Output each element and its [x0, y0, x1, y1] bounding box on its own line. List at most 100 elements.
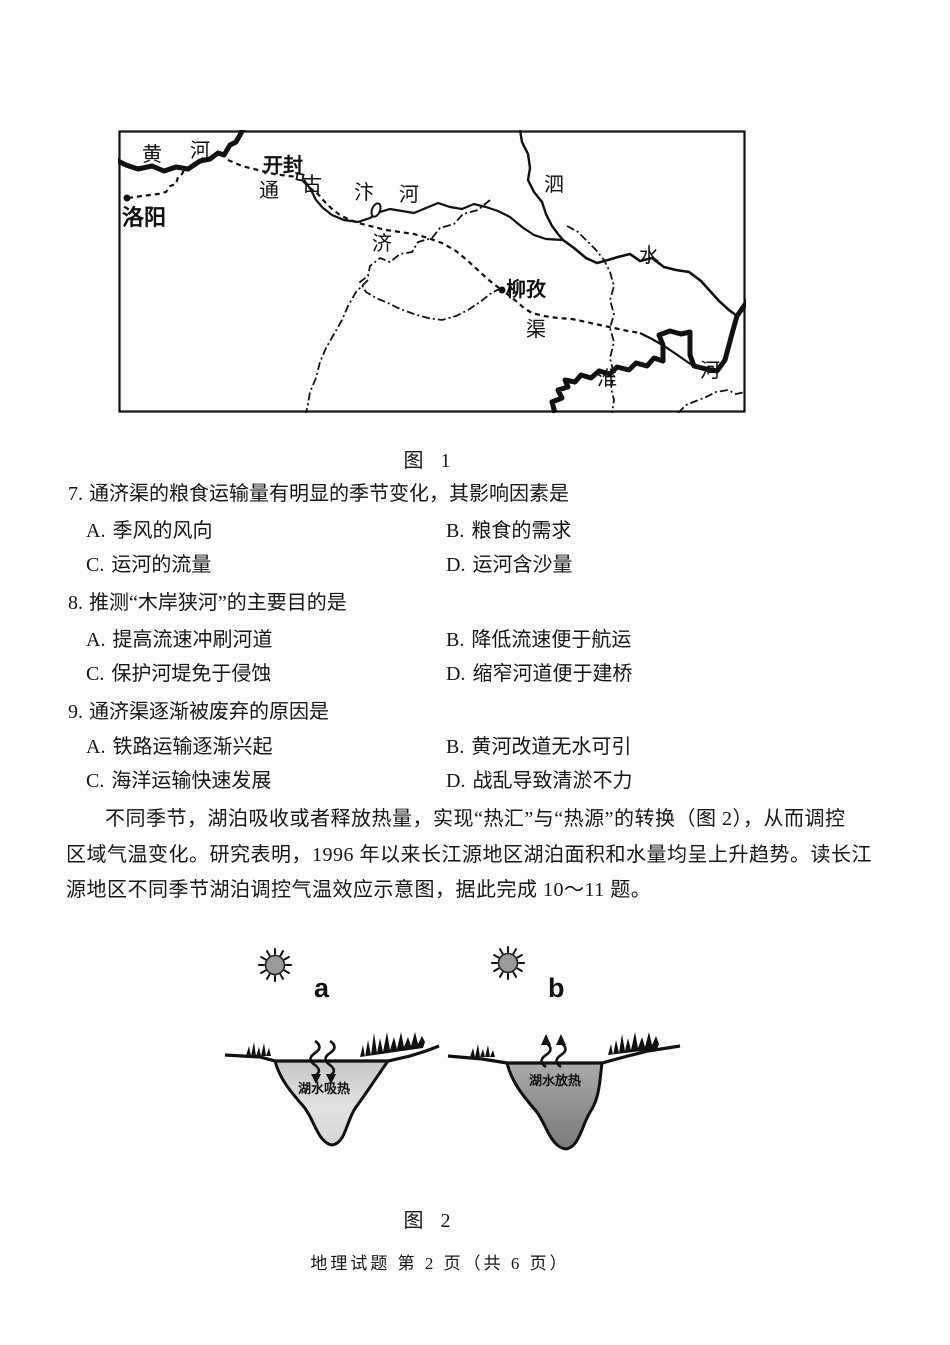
heat-arrowhead-up [541, 1034, 551, 1045]
figure2-lake-diagram: a b 湖水吸热 [224, 946, 681, 1151]
option-key: B. [446, 736, 465, 758]
map-tongji-canal-mid [302, 180, 500, 289]
question-8-option-b[interactable]: B. 降低流速便于航运 [446, 627, 631, 653]
figure1-caption: 图 1 [403, 450, 457, 472]
map-label-bian: 汴 [354, 181, 374, 204]
question-8-option-d[interactable]: D.缩窄河道便于建桥 [446, 661, 632, 687]
option-key: C. [86, 663, 105, 685]
question-8-text: 推测“木岸狭河”的主要目的是 [89, 592, 347, 614]
option-key: C. [86, 770, 105, 792]
figure2-label-a: a [314, 973, 330, 1003]
map-boundary-southwest [305, 279, 369, 413]
map-label-he3: 河 [700, 359, 720, 382]
question-9-option-d[interactable]: D. 战乱导致清淤不力 [446, 768, 632, 794]
option-text: 黄河改道无水可引 [471, 736, 632, 758]
lake-a-basin [273, 1059, 390, 1147]
figure2-label-b: b [548, 973, 565, 1003]
map-label-kaifeng: 开封 [263, 153, 303, 177]
question-7-option-d[interactable]: D. 运河含沙量 [446, 552, 572, 578]
map-label-huang: 黄 [142, 143, 162, 166]
map-label-huai: 淮 [597, 367, 617, 390]
map-label-ji: 济 [372, 232, 392, 255]
sun-icon-a [258, 948, 292, 982]
heat-arrowhead-down [311, 1074, 321, 1084]
lake-b-ground [447, 1044, 681, 1065]
option-key: D. [446, 770, 466, 792]
question-8-number: 8. [68, 592, 83, 614]
option-text: 运河的流量 [111, 554, 212, 576]
map-yellow-river [118, 130, 246, 174]
heat-arrow-down [309, 1039, 336, 1077]
question-7-option-b[interactable]: B. 粮食的需求 [446, 518, 571, 544]
question-9-option-a[interactable]: A. 铁路运输逐渐兴起 [86, 734, 272, 760]
lake-b-basin [505, 1061, 604, 1151]
map-si-river-upper [518, 130, 564, 241]
map-tongji-canal-east [505, 292, 641, 335]
passage-line-2: 区域气温变化。研究表明，1996 年以来长江源地区湖泊面积和水量均呈上升趋势。读… [66, 844, 872, 866]
option-text: 粮食的需求 [471, 520, 572, 542]
option-key: C. [86, 554, 105, 576]
map-label-qu: 渠 [526, 318, 546, 341]
option-text: 战乱导致清淤不力 [472, 770, 633, 792]
option-text: 保护河堤免于侵蚀 [111, 663, 272, 685]
question-9-option-b[interactable]: B. 黄河改道无水可引 [446, 734, 631, 760]
option-text: 运河含沙量 [472, 554, 573, 576]
map-boundary-east [566, 225, 615, 413]
figure2-caption: 图 2 [403, 1210, 457, 1232]
map-label-liuzi: 柳孜 [506, 277, 547, 301]
question-7-number: 7. [68, 483, 83, 505]
option-text: 海洋运输快速发展 [111, 770, 272, 792]
lake-a-ground [224, 1044, 440, 1063]
question-8-option-c[interactable]: C. 保护河堤免于侵蚀 [86, 661, 271, 687]
option-key: B. [446, 520, 465, 542]
map-label-tong: 通 [259, 179, 279, 202]
map-gubian-river [303, 179, 564, 242]
question-7-text: 通济渠的粮食运输量有明显的季节变化，其影响因素是 [89, 483, 569, 505]
option-key: D. [446, 554, 466, 576]
option-text: 提高流速冲刷河道 [112, 629, 273, 651]
grass-tuft [608, 1032, 659, 1055]
map-label-shui: 水 [639, 244, 659, 267]
question-8-option-a[interactable]: A. 提高流速冲刷河道 [86, 627, 272, 653]
map-luoyang-connector [127, 167, 186, 200]
figure1-map: 黄 河 洛阳 开封 通 济 渠 古 汴 河 泗 水 柳孜 淮 河 [118, 130, 746, 413]
option-key: B. [446, 629, 465, 651]
heat-arrowhead-up [556, 1034, 566, 1045]
question-7-option-c[interactable]: C. 运河的流量 [86, 552, 211, 578]
option-text: 降低流速便于航运 [471, 629, 632, 651]
map-boundary-loop [358, 199, 500, 321]
map-label-gu: 古 [302, 173, 322, 196]
lake-a-label: 湖水吸热 [298, 1081, 350, 1096]
sun-icon-b [491, 946, 525, 980]
heat-arrowhead-down [326, 1074, 336, 1084]
question-7-stem: 7. 通济渠的粮食运输量有明显的季节变化，其影响因素是 [68, 481, 569, 507]
heat-arrow-up [540, 1041, 567, 1069]
map-huai-river [549, 298, 746, 413]
question-9-number: 9. [68, 701, 83, 723]
option-key: A. [86, 520, 106, 542]
option-key: A. [86, 629, 106, 651]
passage-line-1: 不同季节，湖泊吸收或者释放热量，实现“热汇”与“热源”的转换（图 2），从而调控 [105, 808, 846, 830]
map-boundary-corner [677, 389, 746, 413]
option-key: D. [446, 663, 466, 685]
question-7-option-a[interactable]: A. 季风的风向 [86, 518, 212, 544]
question-9-stem: 9.通济渠逐渐被废弃的原因是 [68, 699, 329, 725]
lake-b-label: 湖水放热 [529, 1073, 581, 1088]
passage-line-3: 源地区不同季节湖泊调控气温效应示意图，据此完成 10～11 题。 [66, 879, 652, 901]
map-pond [370, 202, 382, 218]
grass-tuft [246, 1042, 271, 1056]
map-canal-huai-link [639, 332, 696, 368]
map-label-si: 泗 [544, 173, 564, 196]
option-key: A. [86, 736, 106, 758]
map-label-luoyang: 洛阳 [122, 205, 166, 230]
map-luoyang-dot [123, 194, 131, 202]
map-si-river-lower [562, 238, 738, 318]
grass-tuft [470, 1044, 495, 1057]
map-tongji-canal-west [227, 158, 300, 179]
map-label-he1: 河 [190, 139, 210, 162]
option-text: 季风的风向 [112, 520, 213, 542]
option-text: 铁路运输逐渐兴起 [112, 736, 273, 758]
question-9-option-c[interactable]: C. 海洋运输快速发展 [86, 768, 271, 794]
page-footer: 地理试题 第 2 页（共 6 页） [310, 1254, 570, 1273]
